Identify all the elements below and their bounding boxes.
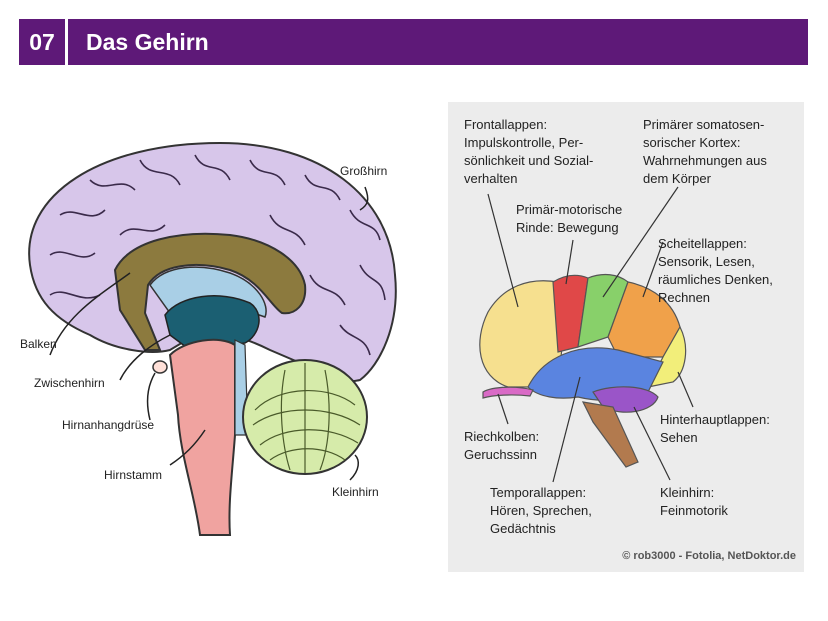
label-frontal: Frontallappen: Impulskontrolle, Per- sön… (464, 117, 597, 186)
label-occipital: Hinterhauptlappen: Sehen (660, 412, 773, 445)
label-hirnanhangdruese: Hirnanhangdrüse (62, 418, 154, 432)
diencephalon-shape (164, 295, 260, 351)
label-grosshirn: Großhirn (340, 164, 387, 178)
olfactory-bulb-shape (482, 386, 534, 399)
leader-lines-right (487, 186, 694, 483)
brainstem-shape (168, 338, 236, 536)
sagittal-brain-diagram: Großhirn Balken Zwischenhirn Hirnanhangd… (20, 135, 410, 545)
header-bar: 07 Das Gehirn (19, 19, 808, 65)
label-zwischenhirn: Zwischenhirn (34, 376, 105, 390)
slide-number: 07 (29, 29, 55, 55)
leader-lines (49, 186, 369, 481)
label-balken: Balken (20, 337, 57, 351)
pituitary-shape (152, 360, 168, 374)
label-motor: Primär-motorische Rinde: Bewegung (516, 202, 626, 235)
brain-lobes-svg: Frontallappen: Impulskontrolle, Per- sön… (464, 117, 796, 562)
header-divider (65, 19, 68, 65)
label-parietal: Scheitellappen: Sensorik, Lesen, räumlic… (658, 236, 777, 305)
label-olfactory: Riechkolben: Geruchssinn (464, 429, 543, 462)
lobe-labels: Frontallappen: Impulskontrolle, Per- sön… (464, 117, 777, 536)
label-kleinhirn: Kleinhirn (332, 485, 379, 499)
gyri-lines (49, 154, 386, 356)
label-hirnstamm: Hirnstamm (104, 468, 162, 482)
image-credit: © rob3000 - Fotolia, NetDoktor.de (622, 550, 796, 562)
sagittal-brain-svg: Großhirn Balken Zwischenhirn Hirnanhangd… (20, 141, 397, 536)
label-temporal: Temporallappen: Hören, Sprechen, Gedächt… (490, 485, 596, 536)
corpus-callosum-shape (113, 232, 307, 351)
label-cerebellum-right: Kleinhirn: Feinmotorik (660, 485, 728, 518)
cerebellum-folia (252, 363, 361, 473)
page-title: Das Gehirn (86, 29, 209, 55)
brainstem-lobe-shape (581, 401, 639, 468)
label-somatosensory: Primärer somatosen- sorischer Kortex: Wa… (643, 117, 770, 186)
brain-lobes-diagram: Frontallappen: Impulskontrolle, Per- sön… (448, 102, 804, 572)
